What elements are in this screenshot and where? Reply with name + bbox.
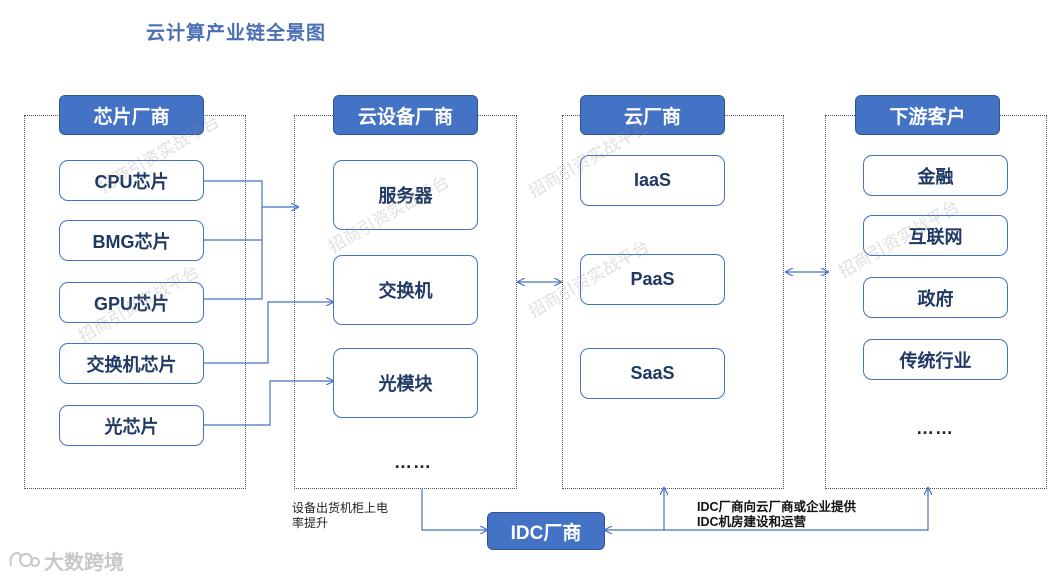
node-optical-chip: 光芯片 xyxy=(59,405,204,446)
node-server: 服务器 xyxy=(333,160,478,230)
header-chips: 芯片厂商 xyxy=(59,95,204,135)
customers-ellipsis: …… xyxy=(916,418,954,438)
node-optical-module: 光模块 xyxy=(333,348,478,418)
node-internet: 互联网 xyxy=(863,215,1008,256)
node-paas: PaaS xyxy=(580,254,725,305)
note-idc-left: 设备出货机柜上电率提升 xyxy=(292,501,389,530)
header-devices: 云设备厂商 xyxy=(333,95,478,135)
node-traditional: 传统行业 xyxy=(863,339,1008,380)
node-finance: 金融 xyxy=(863,155,1008,196)
node-cpu-chip: CPU芯片 xyxy=(59,160,204,201)
node-bmg-chip: BMG芯片 xyxy=(59,220,204,261)
devices-ellipsis: …… xyxy=(394,452,432,472)
brand-name: 大数跨境 xyxy=(44,552,124,574)
node-saas: SaaS xyxy=(580,348,725,399)
node-idc: IDC厂商 xyxy=(487,512,605,550)
brand: 大数跨境 xyxy=(8,546,124,575)
header-customers: 下游客户 xyxy=(855,95,1000,135)
node-switch: 交换机 xyxy=(333,255,478,325)
brand-logo-icon xyxy=(9,551,40,567)
node-iaas: IaaS xyxy=(580,155,725,206)
node-switch-chip: 交换机芯片 xyxy=(59,343,204,384)
diagram-title: 云计算产业链全景图 xyxy=(146,23,327,44)
node-government: 政府 xyxy=(863,277,1008,318)
header-cloud: 云厂商 xyxy=(580,95,725,135)
node-gpu-chip: GPU芯片 xyxy=(59,282,204,323)
